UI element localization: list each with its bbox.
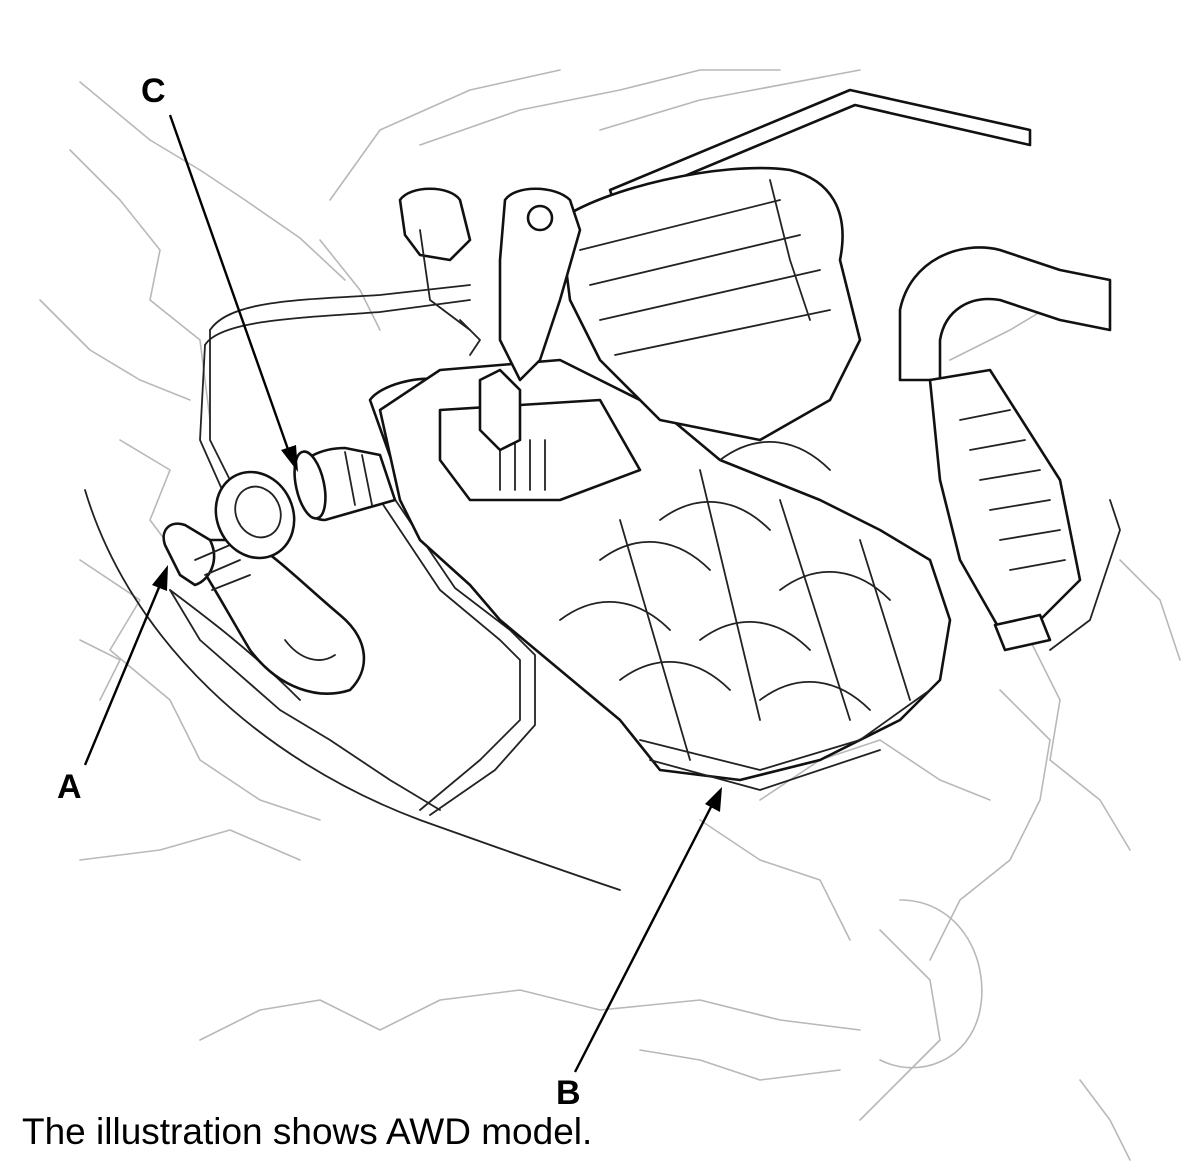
leader-line-c: [168, 114, 292, 456]
canister-bracket: [898, 246, 1121, 652]
illustration-caption: The illustration shows AWD model.: [22, 1111, 593, 1152]
arrowhead-c: [281, 445, 298, 472]
leader-lines: [83, 114, 722, 1073]
callout-label-a: A: [57, 768, 82, 806]
evap-canister-b: [378, 166, 952, 791]
subframe-outline: [84, 489, 621, 891]
hose-a: [162, 470, 366, 695]
leader-line-a: [83, 584, 162, 766]
callout-label-b: B: [556, 1074, 581, 1112]
callout-label-c: C: [141, 72, 166, 110]
leader-line-b: [573, 804, 714, 1073]
arrowhead-a: [152, 565, 168, 591]
arrowhead-b: [705, 787, 722, 812]
